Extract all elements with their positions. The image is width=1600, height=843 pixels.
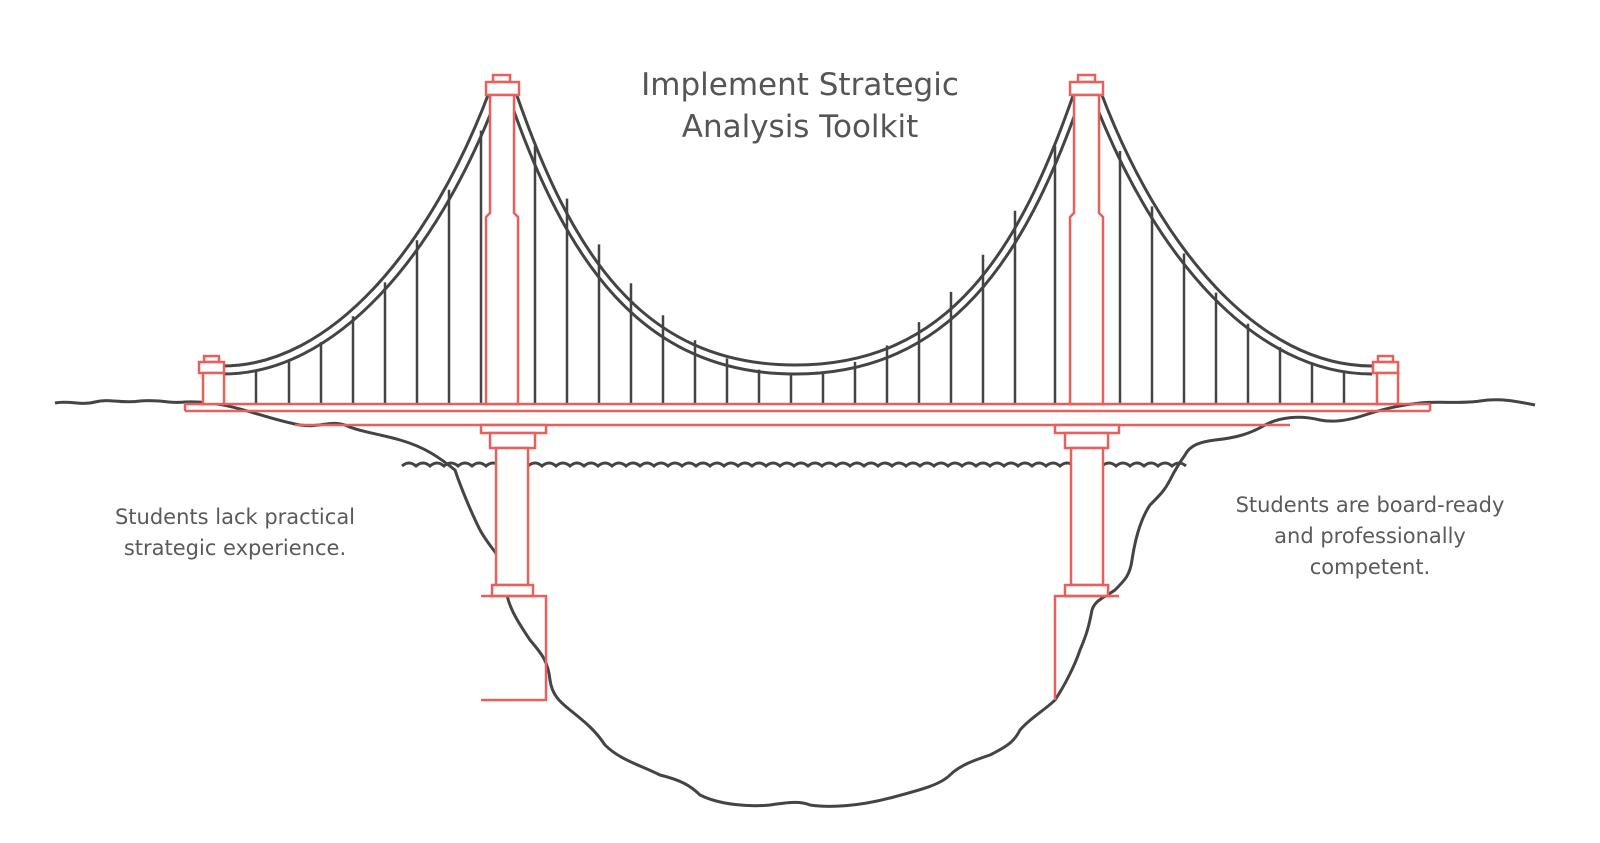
bridge-structure — [183, 73, 1432, 702]
desired-state-label: Students are board-ready and professiona… — [1200, 490, 1540, 583]
left-anchor-tower — [197, 354, 226, 406]
left-main-tower — [479, 73, 548, 702]
main-cables — [222, 89, 1373, 376]
suspension-hangers — [254, 130, 1346, 404]
current-state-label: Students lack practical strategic experi… — [70, 502, 400, 564]
desired-state-line-1: Students are board-ready — [1235, 493, 1505, 517]
right-anchor-tower — [1371, 354, 1400, 406]
current-state-line-2: strategic experience. — [123, 536, 347, 560]
gorge-terrain — [54, 398, 1536, 808]
water-surface — [401, 461, 1187, 468]
right-main-tower — [1053, 73, 1121, 700]
diagram-title: Implement Strategic Analysis Toolkit — [580, 64, 1020, 148]
current-state-line-1: Students lack practical — [114, 505, 356, 529]
desired-state-line-2: and professionally — [1274, 524, 1466, 548]
desired-state-line-3: competent. — [1309, 555, 1431, 579]
title-line-1: Implement Strategic — [641, 67, 959, 103]
title-line-2: Analysis Toolkit — [681, 109, 919, 145]
